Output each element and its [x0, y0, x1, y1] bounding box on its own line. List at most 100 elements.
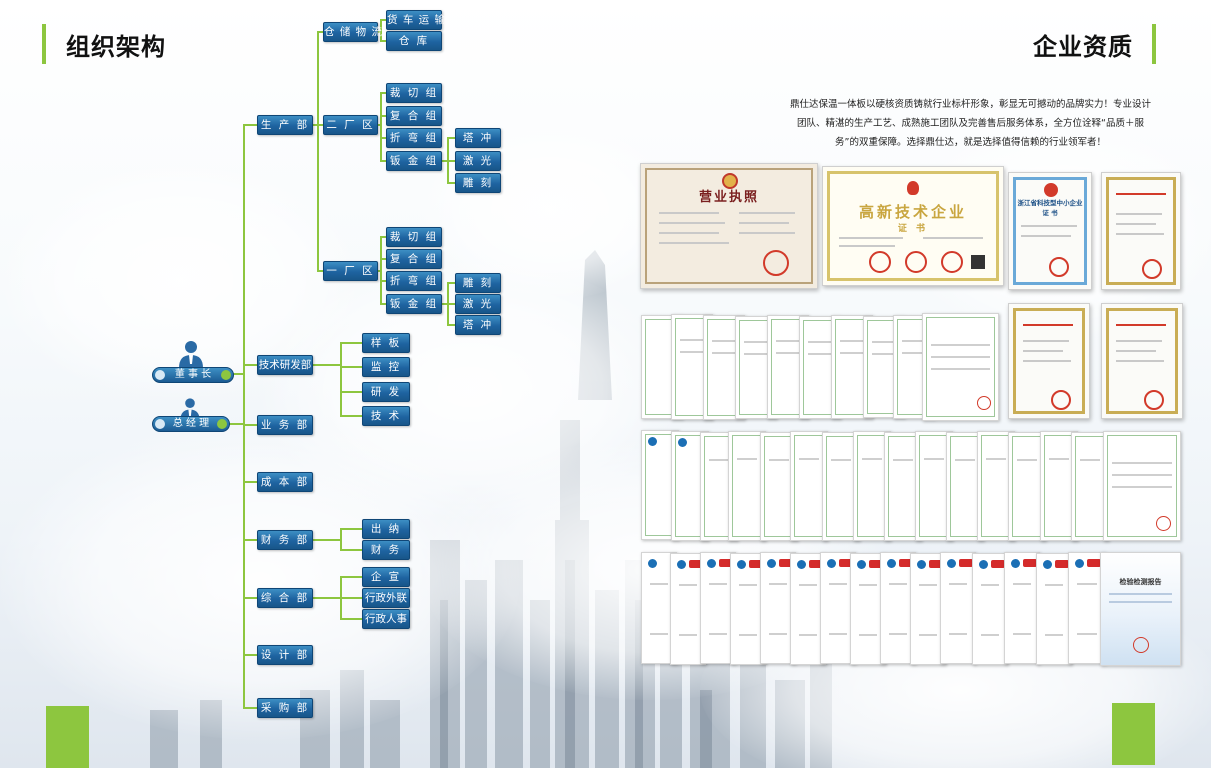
registration-certificate — [1008, 303, 1090, 419]
certificate-border — [1106, 177, 1176, 285]
connector — [440, 160, 448, 162]
inspection-report — [1068, 552, 1106, 664]
connector — [340, 366, 362, 368]
connector — [376, 124, 381, 126]
dept-general: 综 合 部 — [257, 588, 313, 608]
text-line — [659, 232, 719, 234]
p1-group: 折 弯 组 — [386, 271, 442, 291]
connector — [317, 124, 323, 126]
connector — [340, 342, 362, 344]
p2-sheet-item: 雕 刻 — [455, 173, 501, 193]
certificate-border — [1013, 308, 1085, 414]
p1-sheet-item: 激 光 — [455, 294, 501, 314]
connector — [340, 597, 362, 599]
unit-storage: 仓 库 — [386, 31, 442, 51]
connector — [340, 528, 342, 550]
connector — [447, 324, 455, 326]
text-line — [1116, 324, 1166, 326]
qualification-intro: 鼎仕达保温一体板以硬核资质铸就行业标杆形象，彰显无可撼动的品牌实力！专业设计团队… — [789, 99, 1151, 148]
text-line — [1023, 324, 1073, 326]
dept-purchase: 采 购 部 — [257, 698, 313, 718]
p2-sheet-item: 塔 冲 — [455, 128, 501, 148]
connector — [243, 654, 257, 656]
connector — [243, 124, 257, 126]
connector — [243, 481, 257, 483]
right-page-title: 企业资质 — [1033, 33, 1133, 61]
national-emblem-icon — [722, 173, 738, 189]
connector — [317, 270, 323, 272]
left-page-title: 组织架构 — [66, 33, 166, 61]
certificate-border — [1013, 177, 1087, 285]
inspection-report — [1036, 553, 1072, 665]
p1-sheet-item: 雕 刻 — [455, 273, 501, 293]
connector — [243, 424, 257, 426]
red-seal-icon — [941, 251, 963, 273]
license-title: 营业执照 — [698, 190, 759, 205]
left-corner-block — [46, 706, 89, 768]
gm-label: 总 经 理 — [172, 418, 210, 429]
connector — [380, 19, 382, 41]
inspection-report — [972, 553, 1008, 665]
connector — [447, 182, 455, 184]
text-line — [839, 237, 903, 239]
connector — [447, 282, 455, 284]
inspection-report-cover: 检验检测报告 — [1100, 552, 1181, 666]
text-line — [1021, 225, 1077, 227]
connector — [340, 528, 362, 530]
connector — [340, 391, 362, 393]
finance-item: 出 纳 — [362, 519, 410, 539]
unit-plant2: 二 厂 区 — [323, 115, 378, 135]
right-title-bar — [1152, 24, 1156, 64]
registration-certificate — [1101, 303, 1183, 419]
text-line — [1116, 193, 1166, 195]
rd-item: 监 控 — [362, 357, 410, 377]
text-line — [1116, 360, 1164, 362]
connector — [376, 31, 381, 33]
chairman-badge: 董 事 长 — [152, 367, 234, 383]
left-title-bar — [42, 24, 46, 64]
p1-group: 裁 切 组 — [386, 227, 442, 247]
hightech-title: 高新技术企业 — [858, 203, 967, 221]
text-line — [1021, 235, 1071, 237]
p1-group: 钣 金 组 — [386, 294, 442, 314]
text-line — [739, 232, 795, 234]
connector — [311, 597, 341, 599]
certificate-border — [1106, 308, 1178, 414]
text-line — [1023, 340, 1069, 342]
p2-group: 钣 金 组 — [386, 151, 442, 171]
connector — [243, 539, 257, 541]
connector — [447, 303, 455, 305]
connector — [340, 576, 362, 578]
badge-dot — [155, 419, 165, 429]
connector — [311, 364, 341, 366]
text-line — [1116, 223, 1156, 225]
right-corner-block — [1112, 703, 1155, 765]
dept-design: 设 计 部 — [257, 645, 313, 665]
text-line — [739, 222, 789, 224]
badge-dot — [217, 419, 227, 429]
dept-cost: 成 本 部 — [257, 472, 313, 492]
patent-certificate — [922, 313, 999, 421]
inspection-report — [940, 552, 976, 664]
red-seal-icon — [1144, 390, 1164, 410]
qr-code-icon — [971, 255, 985, 269]
connector — [340, 549, 362, 551]
patent-certificate — [728, 431, 766, 541]
connector — [376, 270, 381, 272]
connector — [380, 115, 386, 117]
gm-badge: 总 经 理 — [152, 416, 230, 432]
p2-group: 折 弯 组 — [386, 128, 442, 148]
connector — [311, 124, 318, 126]
connector — [243, 364, 257, 366]
unit-truck: 货 车 运 输 — [386, 10, 445, 30]
general-item: 行政人事 — [362, 609, 410, 629]
connector — [340, 342, 342, 416]
unit-plant1: 一 厂 区 — [323, 261, 378, 281]
rd-item: 研 发 — [362, 382, 410, 402]
connector — [380, 137, 386, 139]
p1-sheet-item: 塔 冲 — [455, 315, 501, 335]
red-seal-icon — [1049, 257, 1069, 277]
report-title: 检验检测报告 — [1119, 578, 1162, 586]
connector — [317, 31, 319, 271]
